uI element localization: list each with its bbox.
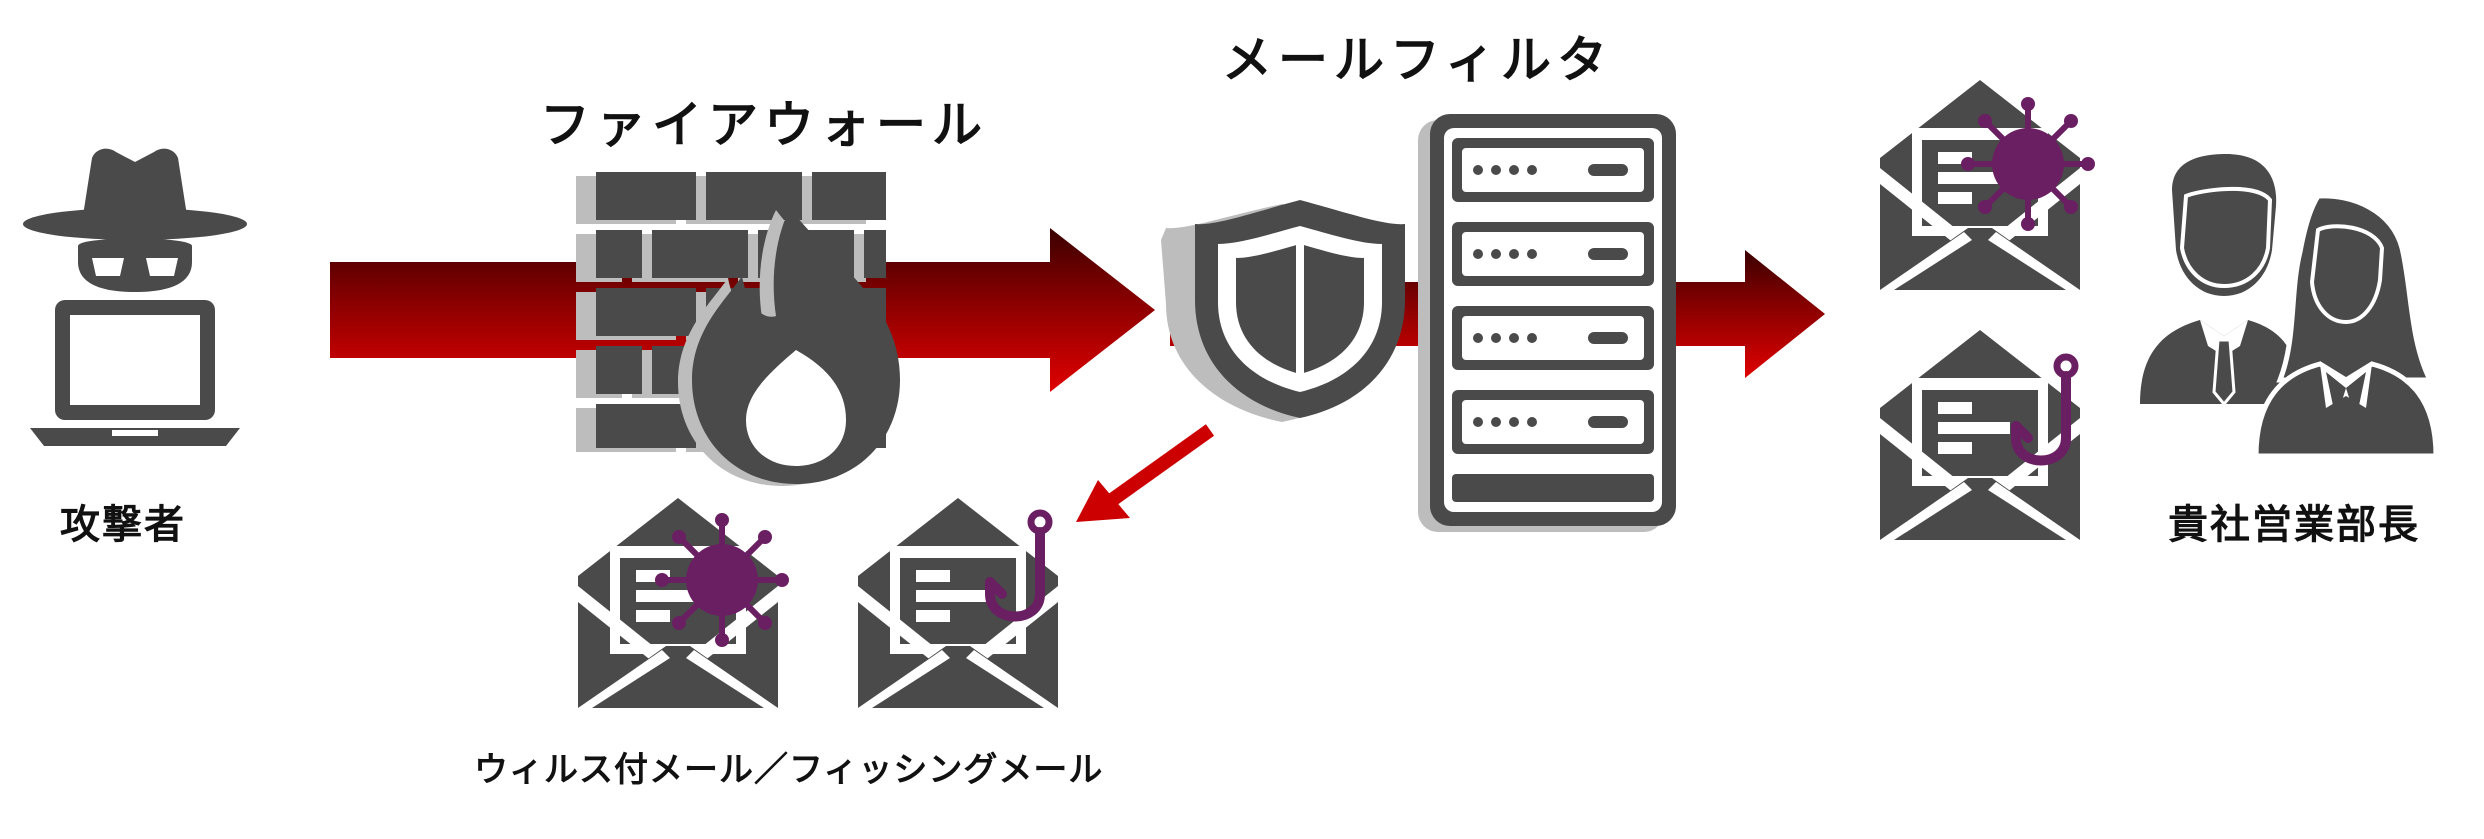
virus-envelope-icon	[1880, 80, 2095, 290]
virus-envelope-icon	[578, 498, 789, 708]
server-rack-icon	[1418, 114, 1676, 532]
brick-wall-flame-icon	[576, 172, 900, 486]
hacker-laptop-icon	[23, 148, 247, 446]
blocked-mail-label: ウィルス付メール／フィッシングメール	[474, 750, 1104, 790]
firewall-label: ファイアウォール	[540, 96, 988, 154]
shield-icon	[1161, 200, 1405, 422]
mail-filter-label: メールフィルタ	[1222, 31, 1613, 89]
attacker-label: 攻撃者	[60, 502, 186, 548]
blocked-arrow	[1076, 424, 1215, 522]
business-people-icon	[2140, 154, 2439, 459]
recipient-label: 貴社営業部長	[2168, 502, 2420, 548]
phishing-hook-envelope-icon	[1880, 330, 2080, 540]
phishing-hook-envelope-icon	[858, 498, 1058, 708]
